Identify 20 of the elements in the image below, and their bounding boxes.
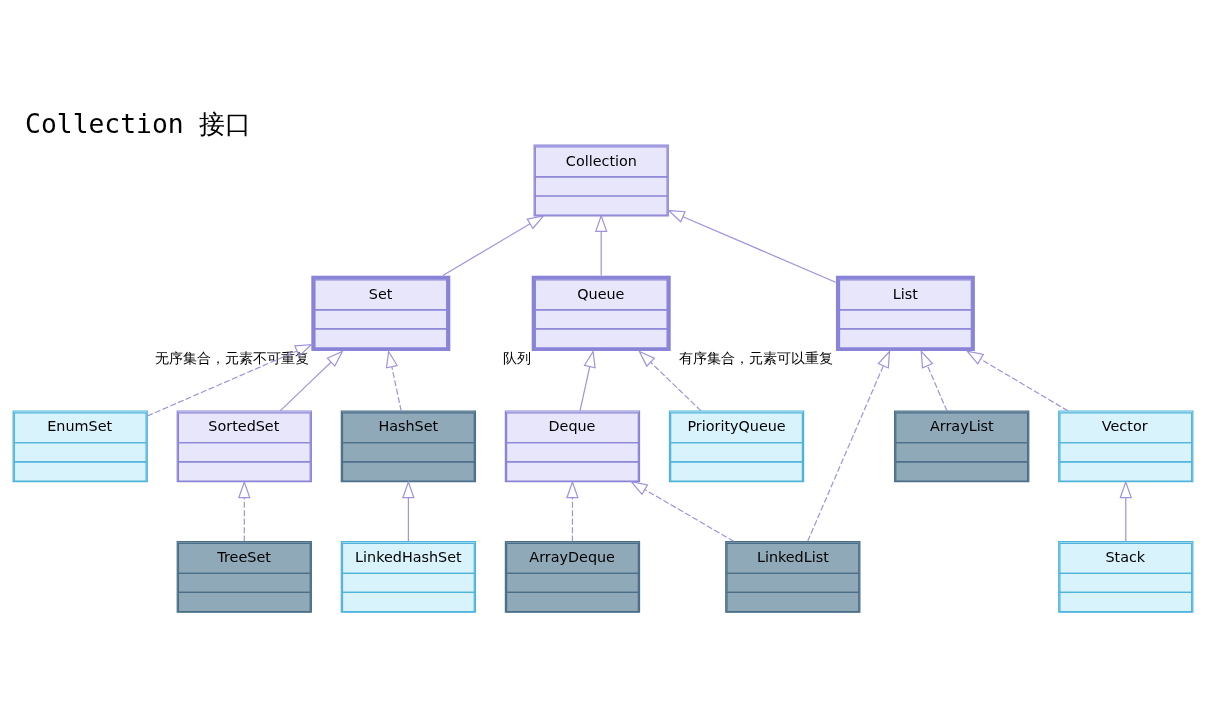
arrow	[566, 480, 579, 542]
arrow	[146, 344, 313, 417]
arrow	[638, 350, 702, 412]
arrow	[666, 209, 837, 283]
arrow	[594, 214, 608, 277]
node-label: 队列	[502, 349, 531, 366]
node-label: 有序集合，元素可以重复	[679, 349, 834, 366]
arrow	[629, 480, 735, 542]
arrow	[579, 349, 596, 412]
arrow	[442, 214, 546, 277]
arrow	[402, 480, 415, 542]
arrow	[920, 349, 948, 412]
arrow	[1119, 480, 1133, 542]
arrow	[807, 349, 891, 542]
arrow	[279, 350, 344, 412]
node-label: 无序集合，元素不可重复	[154, 349, 309, 366]
arrow	[238, 480, 251, 542]
diagram-title: Collection 接口	[25, 108, 252, 139]
arrow	[965, 350, 1069, 412]
arrow	[385, 349, 402, 412]
